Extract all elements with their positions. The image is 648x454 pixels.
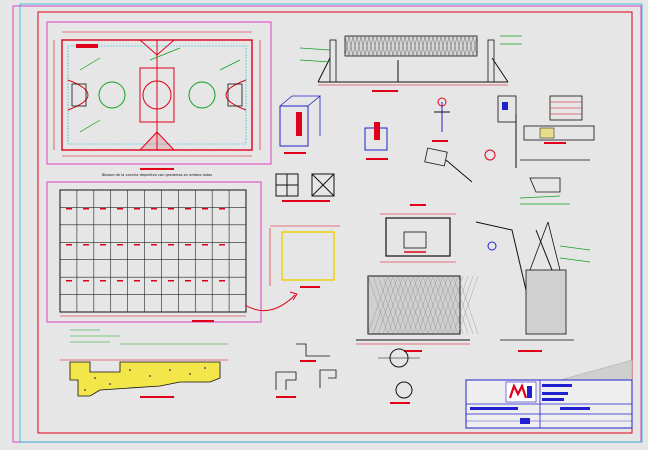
- fence-section: [356, 275, 479, 352]
- goal-net-elevation: [299, 35, 522, 92]
- grid-plan-detail: [46, 181, 262, 323]
- square-details: [275, 173, 335, 202]
- post-footings: [279, 95, 388, 160]
- curb-details: [275, 343, 337, 398]
- detail-arrow: [244, 294, 296, 312]
- manhole-detail: [378, 348, 420, 404]
- sheet-frames: [12, 3, 643, 443]
- court-note: Bloque de la cancha deportiva con grader…: [102, 173, 212, 177]
- grid-marks: [66, 208, 225, 282]
- hoop-stand: [475, 221, 591, 352]
- court-plan-detail: Bloque de la cancha deportiva con grader…: [46, 21, 272, 177]
- joint-details: [484, 95, 595, 205]
- basketball-backboard: [380, 204, 456, 263]
- logo: [505, 381, 537, 403]
- title-block: [465, 359, 633, 429]
- grid-lines: [60, 190, 246, 312]
- panel-detail: [269, 225, 340, 288]
- hoop-fixtures: [424, 97, 473, 183]
- foundation-section: [60, 329, 228, 398]
